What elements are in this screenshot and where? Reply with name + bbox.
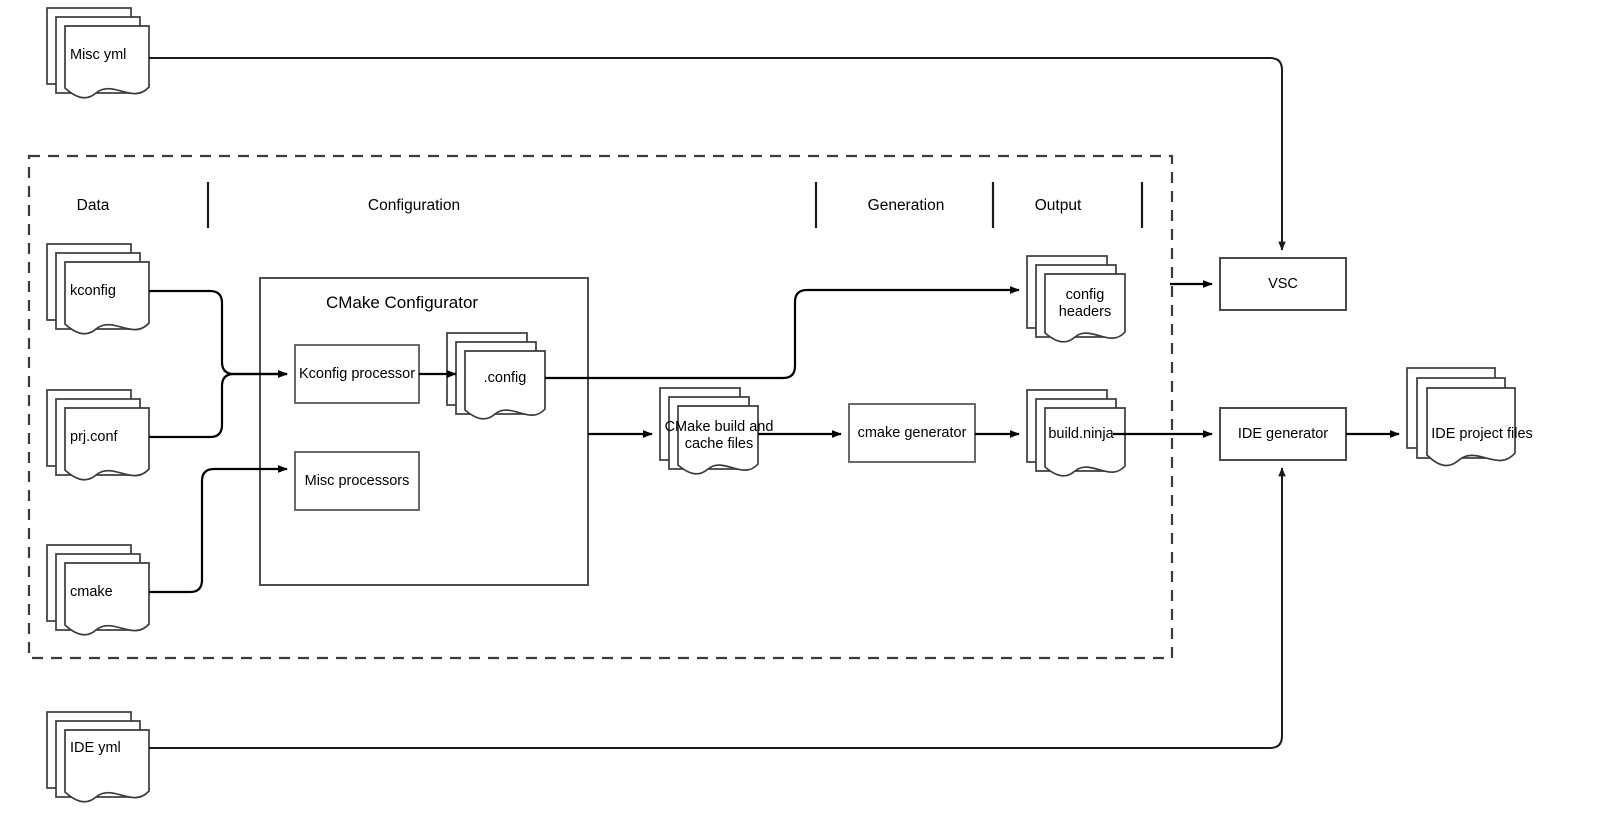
column-divider-group xyxy=(206,182,1144,228)
connector-kconfig-to-kconfig-processor xyxy=(149,289,288,378)
dot-config-doc-icon[interactable] xyxy=(446,332,546,420)
dot-config-node[interactable] xyxy=(447,333,545,422)
build-system-boundary xyxy=(27,154,1174,660)
connector-miscyml-to-vsc xyxy=(149,57,1286,251)
kconfig-node[interactable] xyxy=(47,244,149,337)
ide-yml-node[interactable] xyxy=(47,712,149,805)
ide-yml-doc-icon[interactable] xyxy=(46,711,150,803)
connector-prjconf-to-kconfig-processor xyxy=(149,370,288,439)
prj-conf-node[interactable] xyxy=(47,390,149,483)
ide-project-files-doc-icon[interactable] xyxy=(1406,367,1516,467)
cmake-generator-node[interactable] xyxy=(849,404,975,462)
kconfig-processor-box[interactable] xyxy=(294,344,420,404)
config-headers-doc-icon[interactable] xyxy=(1026,255,1126,343)
build-ninja-doc-icon[interactable] xyxy=(1026,389,1126,477)
kconfig-doc-icon[interactable] xyxy=(46,243,150,335)
misc-processors-node[interactable] xyxy=(295,452,419,510)
connector-cmake-to-misc-processors xyxy=(149,465,288,594)
prj-conf-doc-icon[interactable] xyxy=(46,389,150,481)
cmake-configurator-group-box xyxy=(259,277,589,586)
cmake-generator-box[interactable] xyxy=(848,403,976,463)
kconfig-processor-node[interactable] xyxy=(295,345,419,403)
vsc-box[interactable] xyxy=(1219,257,1347,311)
ide-generator-node[interactable] xyxy=(1220,408,1346,460)
misc-yml-doc-icon[interactable] xyxy=(46,7,150,99)
connector-ideyml-to-ide-generator xyxy=(149,467,1286,749)
connector-dot-config-to-config-headers xyxy=(545,286,1020,380)
config-headers-node[interactable] xyxy=(1027,256,1125,345)
cmake-build-cache-files-node[interactable] xyxy=(660,388,758,477)
ide-project-files-node[interactable] xyxy=(1407,368,1515,475)
cmake-build-cache-files-doc-icon[interactable] xyxy=(659,387,759,475)
misc-yml-node[interactable] xyxy=(47,8,149,101)
cmake-node[interactable] xyxy=(47,545,149,638)
cmake-doc-icon[interactable] xyxy=(46,544,150,636)
build-ninja-node[interactable] xyxy=(1027,390,1125,479)
vsc-node[interactable] xyxy=(1220,258,1346,310)
misc-processors-box[interactable] xyxy=(294,451,420,511)
